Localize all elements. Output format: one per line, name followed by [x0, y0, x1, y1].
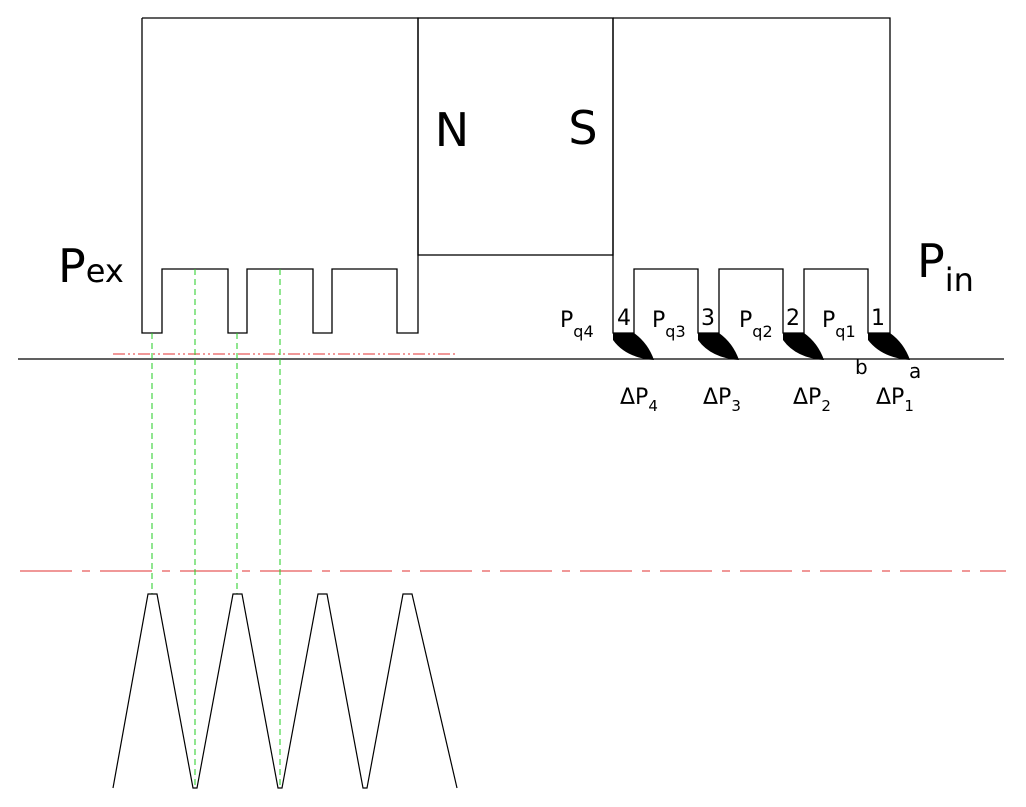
fluid-seal-stage-1: [868, 333, 910, 360]
stage-number-4: 4: [617, 306, 631, 331]
left-pole-piece: [141, 17, 419, 334]
stage-number-3: 3: [701, 306, 715, 331]
inlet-pressure-label: Pin: [917, 234, 974, 299]
seal-point-b: b: [855, 355, 868, 379]
magnet-north-label: N: [435, 103, 469, 157]
pressure-drop-1: ΔP1: [876, 385, 914, 415]
pressure-drop-2: ΔP2: [793, 385, 831, 415]
stage-pressure-q2: Pq2: [739, 308, 773, 341]
exhaust-pressure-label: Pex: [58, 239, 124, 293]
stage-pressure-q3: Pq3: [652, 308, 686, 341]
right-pole-piece: [612, 17, 891, 334]
stage-number-2: 2: [786, 306, 800, 331]
magnetic-field-profile: [112, 593, 458, 789]
seal-point-a: a: [909, 359, 921, 383]
stage-number-1: 1: [871, 306, 885, 331]
fluid-seal-stage-4: [613, 333, 654, 360]
pressure-drop-3: ΔP3: [703, 385, 741, 415]
fluid-seal-stage-2: [783, 333, 824, 360]
pressure-drop-4: ΔP4: [620, 385, 658, 415]
fluid-seal-stage-3: [698, 333, 739, 360]
stage-pressure-q4: Pq4: [560, 308, 594, 341]
magnet-south-label: S: [568, 101, 597, 155]
stage-pressure-q1: Pq1: [822, 308, 856, 341]
